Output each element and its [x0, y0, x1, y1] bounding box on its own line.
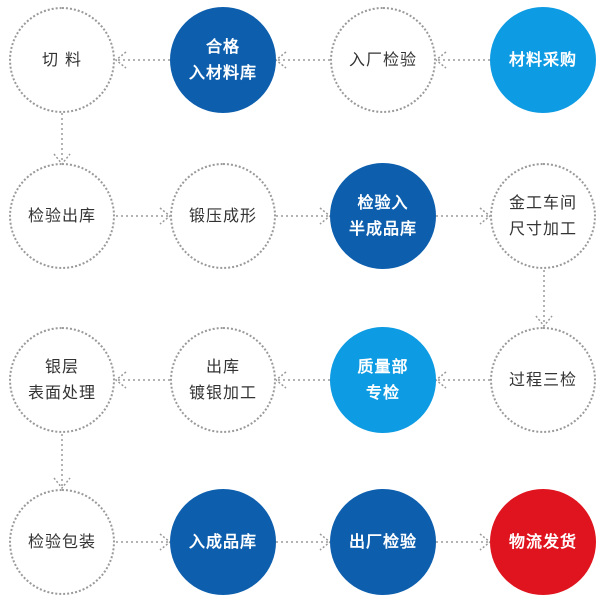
step-quality-dept-line1: 质量部: [357, 357, 409, 376]
step-incoming-inspection: 入厂检验: [330, 7, 436, 113]
step-material-purchase-label: 材料采购: [508, 50, 577, 69]
step-silver-surface-line1: 银层: [44, 357, 79, 376]
step-into-finished-store-label: 入成品库: [188, 532, 257, 551]
step-qualified-line2: 入材料库: [188, 63, 257, 82]
step-forging-label: 锻压成形: [188, 206, 257, 225]
step-machining-line2: 尺寸加工: [508, 219, 577, 238]
step-outgoing-inspection-label: 出厂检验: [348, 532, 417, 551]
step-semi-finished-line2: 半成品库: [348, 219, 417, 238]
step-into-semi-finished-store: 检验入 半成品库: [330, 163, 436, 269]
arrow-n3-to-n2: [274, 51, 330, 69]
arrow-n2-to-n1: [114, 51, 170, 69]
step-quality-dept-inspection: 质量部 专检: [330, 327, 436, 433]
step-silver-plating-line2: 镀银加工: [188, 383, 257, 402]
arrow-n1-to-n5: [53, 113, 71, 166]
step-semi-finished-line1: 检验入: [357, 193, 409, 212]
step-forging: 锻压成形: [170, 163, 276, 269]
step-cutting-label: 切 料: [41, 50, 83, 69]
step-incoming-inspection-label: 入厂检验: [348, 50, 417, 69]
arrow-n7-to-n8: [436, 207, 492, 225]
step-machining-line1: 金工车间: [508, 193, 577, 212]
step-inspect-and-issue: 检验出库: [9, 163, 115, 269]
step-machining: 金工车间 尺寸加工: [490, 163, 596, 269]
step-logistics-shipping-label: 物流发货: [508, 532, 577, 551]
arrow-n11-to-n10: [274, 371, 330, 389]
arrow-n13-to-n14: [116, 533, 172, 551]
arrow-n9-to-n13: [53, 434, 71, 490]
step-qualified-line1: 合格: [205, 37, 240, 56]
step-into-finished-store: 入成品库: [170, 489, 276, 595]
step-silver-plating: 出库 镀银加工: [170, 327, 276, 433]
step-qualified-into-material-store: 合格 入材料库: [170, 7, 276, 113]
step-inspect-and-pack: 检验包装: [9, 489, 115, 595]
step-quality-dept-line2: 专检: [365, 383, 400, 402]
step-cutting: 切 料: [9, 7, 115, 113]
arrow-n6-to-n7: [276, 207, 332, 225]
arrow-n15-to-n16: [436, 533, 492, 551]
arrow-n10-to-n9: [114, 371, 170, 389]
step-silver-plating-line1: 出库: [205, 357, 240, 376]
step-silver-surface-treatment: 银层 表面处理: [9, 327, 115, 433]
step-logistics-shipping: 物流发货: [490, 489, 596, 595]
step-outgoing-inspection: 出厂检验: [330, 489, 436, 595]
arrow-n12-to-n11: [434, 371, 490, 389]
arrow-n14-to-n15: [276, 533, 332, 551]
step-process-three-checks: 过程三检: [490, 327, 596, 433]
arrow-n4-to-n3: [434, 51, 490, 69]
step-silver-surface-line2: 表面处理: [27, 383, 96, 402]
step-inspect-and-issue-label: 检验出库: [27, 206, 96, 225]
step-process-three-checks-label: 过程三检: [508, 370, 577, 389]
step-material-purchase: 材料采购: [490, 7, 596, 113]
arrow-n5-to-n6: [116, 207, 172, 225]
step-inspect-and-pack-label: 检验包装: [27, 532, 96, 551]
arrow-n8-to-n12: [535, 270, 553, 328]
